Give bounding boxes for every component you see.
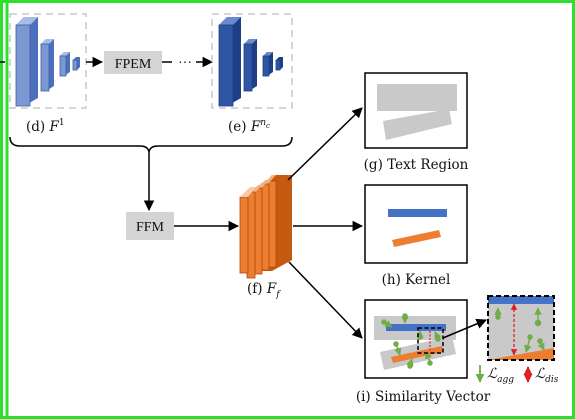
arrow-ff-to-similarity [288, 261, 363, 339]
label-i: (i) Similarity Vector [356, 389, 491, 405]
label-f: (f) Ff [247, 281, 281, 300]
ellipsis-label: ··· [178, 56, 192, 71]
label-h: (h) Kernel [382, 272, 451, 288]
kernel-panel [364, 184, 468, 264]
ffm-label: FFM [136, 220, 165, 235]
label-e: (e) Fnc [228, 118, 270, 135]
similarity-vector-panel [364, 299, 468, 379]
text-region-panel [364, 72, 468, 149]
ffm-box [126, 212, 174, 240]
feature-pyramid-fnc [211, 13, 293, 109]
arrow-ff-to-text-region [287, 107, 363, 181]
arrow-to-zoom [442, 318, 487, 339]
dis-loss-label: ℒdis [535, 366, 559, 385]
loss-legend: ℒagg ℒdis [475, 365, 559, 385]
agg-loss-label: ℒagg [487, 366, 514, 385]
feature-pyramid-f1 [9, 13, 87, 109]
label-g: (g) Text Region [364, 157, 469, 173]
pyramid-bracket [9, 136, 293, 153]
fused-feature-ff [239, 175, 292, 279]
fpem-label: FPEM [115, 57, 152, 72]
label-d: (d) F1 [26, 118, 65, 135]
zoomed-similarity-view [487, 295, 555, 361]
fpem-box [104, 51, 162, 74]
